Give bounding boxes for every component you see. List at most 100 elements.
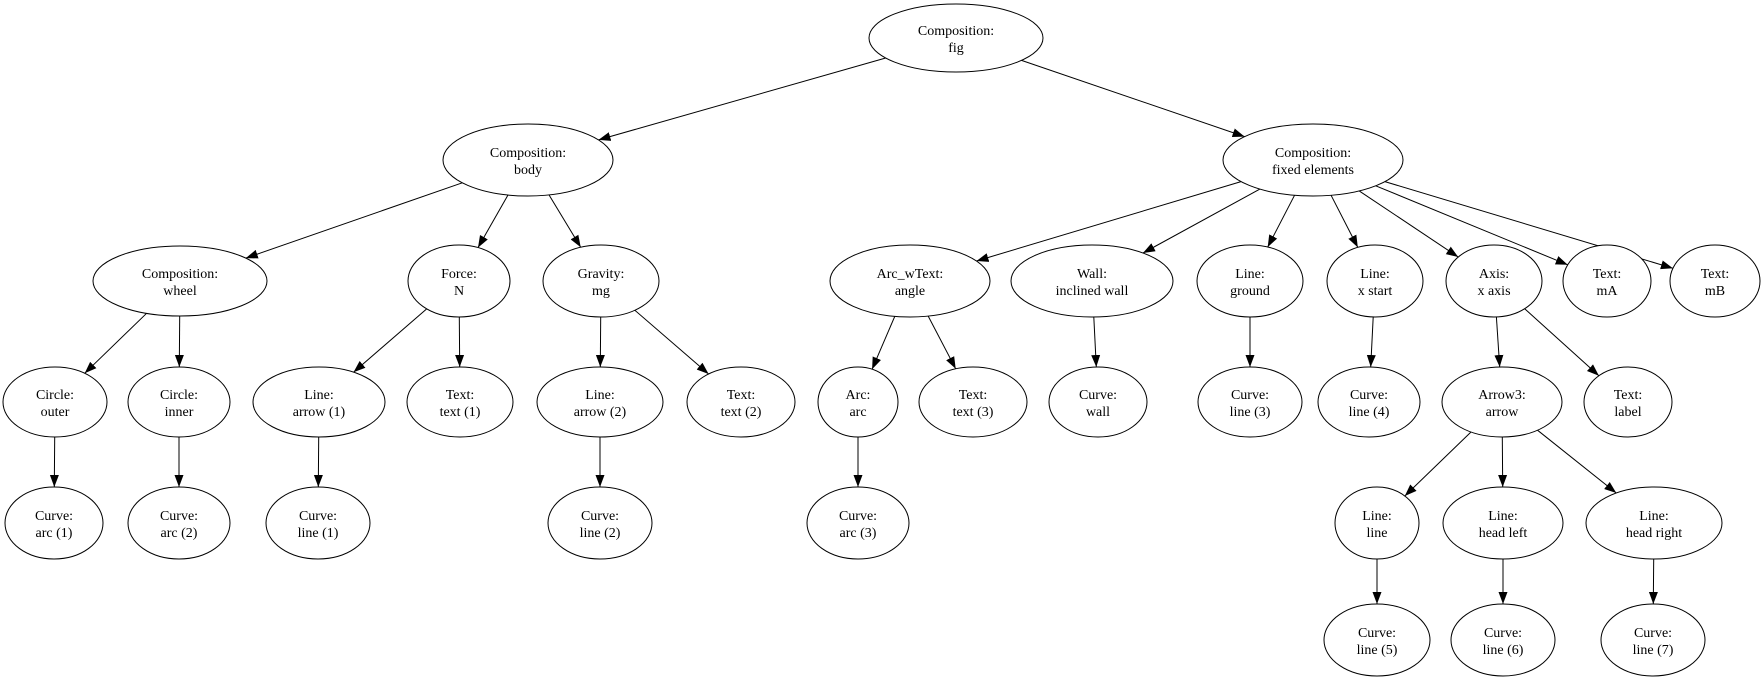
- node-ellipse: [1196, 244, 1304, 318]
- tree-node-line-arrow-2: Line:arrow (2): [536, 366, 664, 438]
- node-label-line-1: Text:: [446, 388, 475, 403]
- edge-fixed-elements-to-line-x-start: [1330, 195, 1359, 248]
- node-label-line-2: label: [1614, 405, 1641, 420]
- tree-node-text-mb: Text: mB: [1669, 244, 1761, 318]
- node-label: Curve:arc (2): [160, 509, 198, 541]
- nodes-layer: Composition:figComposition:bodyCompositi…: [2, 3, 1761, 677]
- node-label: Arc:arc: [846, 388, 871, 420]
- edge-fixed-elements-to-wall-inclined: [1142, 188, 1261, 254]
- node-label-line-1: Line:: [1235, 267, 1265, 282]
- node-label: Arc_wText:angle: [877, 267, 944, 299]
- node-ellipse: [868, 3, 1044, 73]
- node-label: Circle:inner: [160, 388, 198, 420]
- tree-node-curve-line-7: Curve:line (7): [1600, 603, 1706, 677]
- node-label: Curve:line (2): [580, 509, 621, 541]
- node-ellipse: [1334, 486, 1420, 560]
- node-label: Gravity:mg: [578, 267, 625, 299]
- node-label: Curve:arc (1): [35, 509, 73, 541]
- edge-fixed-elements-to-axis-x-axis: [1358, 190, 1459, 258]
- node-label-line-1: Line:: [304, 388, 334, 403]
- node-label-line-2: arc (2): [161, 526, 198, 541]
- tree-node-curve-line-3: Curve:line (3): [1197, 366, 1303, 438]
- node-ellipse: [2, 366, 108, 438]
- node-label-line-2: ground: [1230, 284, 1270, 299]
- node-ellipse: [407, 244, 511, 318]
- node-ellipse: [1326, 244, 1424, 318]
- node-label-line-2: mB: [1705, 284, 1725, 299]
- node-label: Line:arrow (1): [293, 388, 346, 420]
- edge-axis-x-axis-to-text-label: [1524, 308, 1600, 377]
- node-ellipse: [1441, 366, 1563, 438]
- tree-node-curve-line-4: Curve:line (4): [1317, 366, 1421, 438]
- node-label-line-1: Curve:: [299, 509, 337, 524]
- node-label-line-2: line (3): [1230, 405, 1271, 420]
- node-label-line-2: N: [454, 284, 464, 299]
- edge-gravity-mg-to-text-text-2: [634, 309, 709, 375]
- node-label-line-1: Arc_wText:: [877, 267, 944, 282]
- node-label-line-2: wall: [1086, 405, 1110, 420]
- node-ellipse: [252, 366, 386, 438]
- node-label-line-1: Curve:: [1358, 626, 1396, 641]
- node-label: Text:mA: [1593, 267, 1622, 299]
- node-ellipse: [1600, 603, 1706, 677]
- node-ellipse: [1445, 244, 1543, 318]
- node-label-line-2: mg: [592, 284, 610, 299]
- node-label-line-1: Arc:: [846, 388, 871, 403]
- node-label-line-2: x start: [1358, 284, 1393, 299]
- node-label-line-1: Axis:: [1479, 267, 1509, 282]
- node-label-line-2: arc (3): [840, 526, 877, 541]
- node-label-line-2: text (2): [721, 405, 762, 420]
- node-ellipse: [1010, 244, 1174, 318]
- tree-node-arc-arc: Arc:arc: [817, 366, 899, 438]
- edge-fig-to-fixed-elements: [1021, 59, 1245, 138]
- edge-fixed-elements-to-line-ground: [1267, 194, 1296, 248]
- node-label: Curve:line (3): [1230, 388, 1271, 420]
- tree-node-text-text-3: Text:text (3): [918, 366, 1028, 438]
- node-label-line-2: head left: [1479, 526, 1528, 541]
- node-ellipse: [1669, 244, 1761, 318]
- node-label-line-2: inclined wall: [1056, 284, 1129, 299]
- node-label: Wall: inclined wall: [1056, 267, 1129, 299]
- node-label-line-1: Text:: [959, 388, 988, 403]
- node-ellipse: [127, 366, 231, 438]
- node-ellipse: [1450, 603, 1556, 677]
- edge-fig-to-body: [598, 57, 886, 141]
- tree-node-axis-x-axis: Axis:x axis: [1445, 244, 1543, 318]
- tree-node-curve-line-1: Curve:line (1): [265, 486, 371, 560]
- node-label-line-1: Line:: [1488, 509, 1518, 524]
- node-ellipse: [547, 486, 653, 560]
- node-label: Text:label: [1614, 388, 1643, 420]
- node-label: Curve:line (7): [1633, 626, 1674, 658]
- node-label-line-2: wheel: [163, 284, 197, 299]
- node-label-line-2: arrow: [1486, 405, 1520, 420]
- tree-node-curve-arc-1: Curve:arc (1): [4, 486, 104, 560]
- node-label: Curve:line (4): [1349, 388, 1390, 420]
- tree-node-line-line: Line:line: [1334, 486, 1420, 560]
- node-label-line-1: Text:: [1701, 267, 1730, 282]
- node-label-line-1: Composition:: [142, 267, 218, 282]
- node-label-line-2: inner: [165, 405, 194, 420]
- node-ellipse: [4, 486, 104, 560]
- node-label-line-2: mA: [1597, 284, 1619, 299]
- node-label: Composition:body: [490, 146, 566, 178]
- edge-axis-x-axis-to-arrow3-arrow: [1494, 316, 1504, 368]
- edge-wall-inclined-to-curve-wall: [1091, 316, 1101, 368]
- edge-arrow3-arrow-to-line-line: [1404, 431, 1472, 497]
- node-label: Line:arrow (2): [574, 388, 627, 420]
- tree-node-line-arrow-1: Line:arrow (1): [252, 366, 386, 438]
- tree-node-curve-wall: Curve:wall: [1048, 366, 1148, 438]
- edge-fixed-elements-to-text-ma: [1375, 185, 1568, 266]
- node-label-line-1: Wall:: [1077, 267, 1107, 282]
- edge-arc-wtext-angle-to-arc-arc: [871, 316, 896, 370]
- node-label: Curve:line (5): [1357, 626, 1398, 658]
- node-ellipse: [1585, 486, 1723, 560]
- node-label-line-2: fixed elements: [1272, 163, 1354, 178]
- node-ellipse: [442, 123, 614, 197]
- node-label: Text: mB: [1701, 267, 1730, 299]
- node-label: Line: head left: [1479, 509, 1528, 541]
- node-ellipse: [536, 366, 664, 438]
- tree-node-curve-line-2: Curve:line (2): [547, 486, 653, 560]
- node-ellipse: [806, 486, 910, 560]
- node-label: Line:head right: [1626, 509, 1682, 541]
